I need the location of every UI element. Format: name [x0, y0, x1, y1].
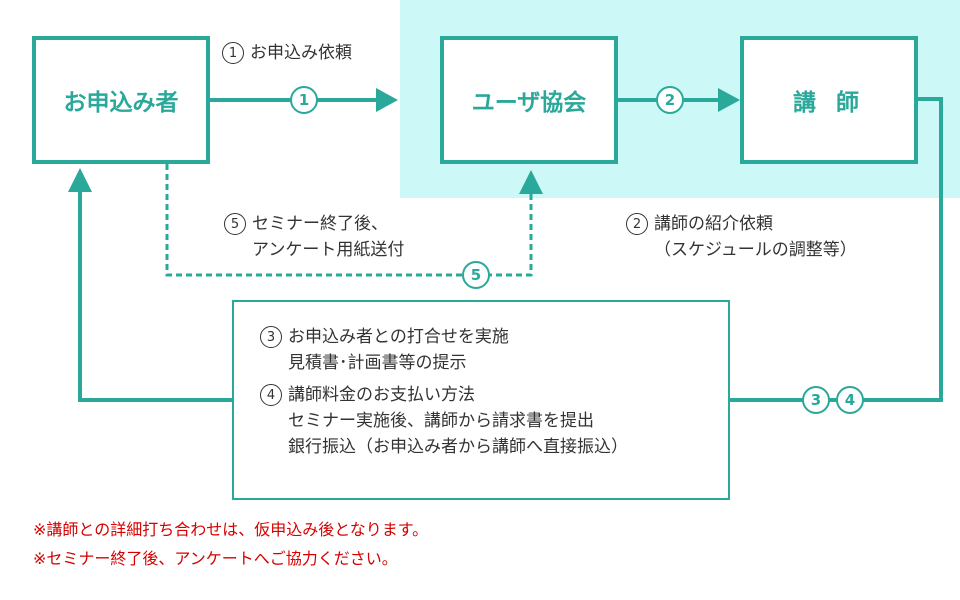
- step-4-badge: 4: [836, 386, 864, 414]
- step-3-badge: 3: [802, 386, 830, 414]
- note-2: ※セミナー終了後、アンケートへご協力ください。: [33, 549, 398, 568]
- step-2-line-1: 講師の紹介依頼: [654, 214, 773, 234]
- info-item-3: 3 お申込み者との打合せを実施 見積書･計画書等の提示: [260, 324, 728, 376]
- info-item-4-line-2: セミナー実施後、講師から請求書を提出: [288, 411, 594, 431]
- arrowhead-5: [519, 170, 543, 194]
- lecturer-node: 講 師: [740, 36, 918, 164]
- step-1-number: 1: [222, 42, 244, 64]
- note-1: ※講師との詳細打ち合わせは、仮申込み後となります。: [33, 520, 429, 539]
- info-item-3-number: 3: [260, 326, 282, 348]
- lecturer-label: 講 師: [792, 90, 865, 116]
- info-item-4: 4 講師料金のお支払い方法 セミナー実施後、講師から請求書を提出 銀行振込（お申…: [260, 382, 728, 460]
- step-2-label: 2 講師の紹介依頼 （スケジュールの調整等）: [626, 211, 857, 263]
- info-item-4-line-1: 講師料金のお支払い方法: [288, 385, 475, 405]
- association-node: ユーザ協会: [440, 36, 618, 164]
- step-5-line-1: セミナー終了後、: [252, 214, 388, 234]
- step-2-line-2: （スケジュールの調整等）: [654, 240, 857, 260]
- dashed-arrow-applicant-to-association: [165, 164, 533, 277]
- step-1-text: お申込み依頼: [250, 43, 352, 63]
- arrowhead-2: [718, 88, 740, 112]
- step-2-number: 2: [626, 213, 648, 235]
- association-label: ユーザ協会: [471, 90, 587, 116]
- arrowhead-1: [376, 88, 398, 112]
- step-5-label: 5 セミナー終了後、 アンケート用紙送付: [224, 211, 404, 263]
- arrowhead-3: [68, 168, 92, 192]
- applicant-label: お申込み者: [63, 90, 179, 116]
- step-1-label: 1 お申込み依頼: [222, 40, 352, 66]
- step-5-number: 5: [224, 213, 246, 235]
- arrow-lecturer-to-applicant: [78, 97, 943, 402]
- info-item-3-line-2: 見積書･計画書等の提示: [288, 353, 467, 373]
- step-2-badge: 2: [656, 86, 684, 114]
- step-5-line-2: アンケート用紙送付: [252, 240, 405, 260]
- info-item-3-line-1: お申込み者との打合せを実施: [288, 327, 509, 347]
- step-1-badge: 1: [290, 86, 318, 114]
- info-item-4-number: 4: [260, 384, 282, 406]
- applicant-node: お申込み者: [32, 36, 210, 164]
- meeting-payment-info-box: 3 お申込み者との打合せを実施 見積書･計画書等の提示 4 講師料金のお支払い方…: [232, 300, 730, 500]
- info-item-4-line-3: 銀行振込（お申込み者から講師へ直接振込）: [288, 437, 628, 457]
- step-5-badge: 5: [462, 261, 490, 289]
